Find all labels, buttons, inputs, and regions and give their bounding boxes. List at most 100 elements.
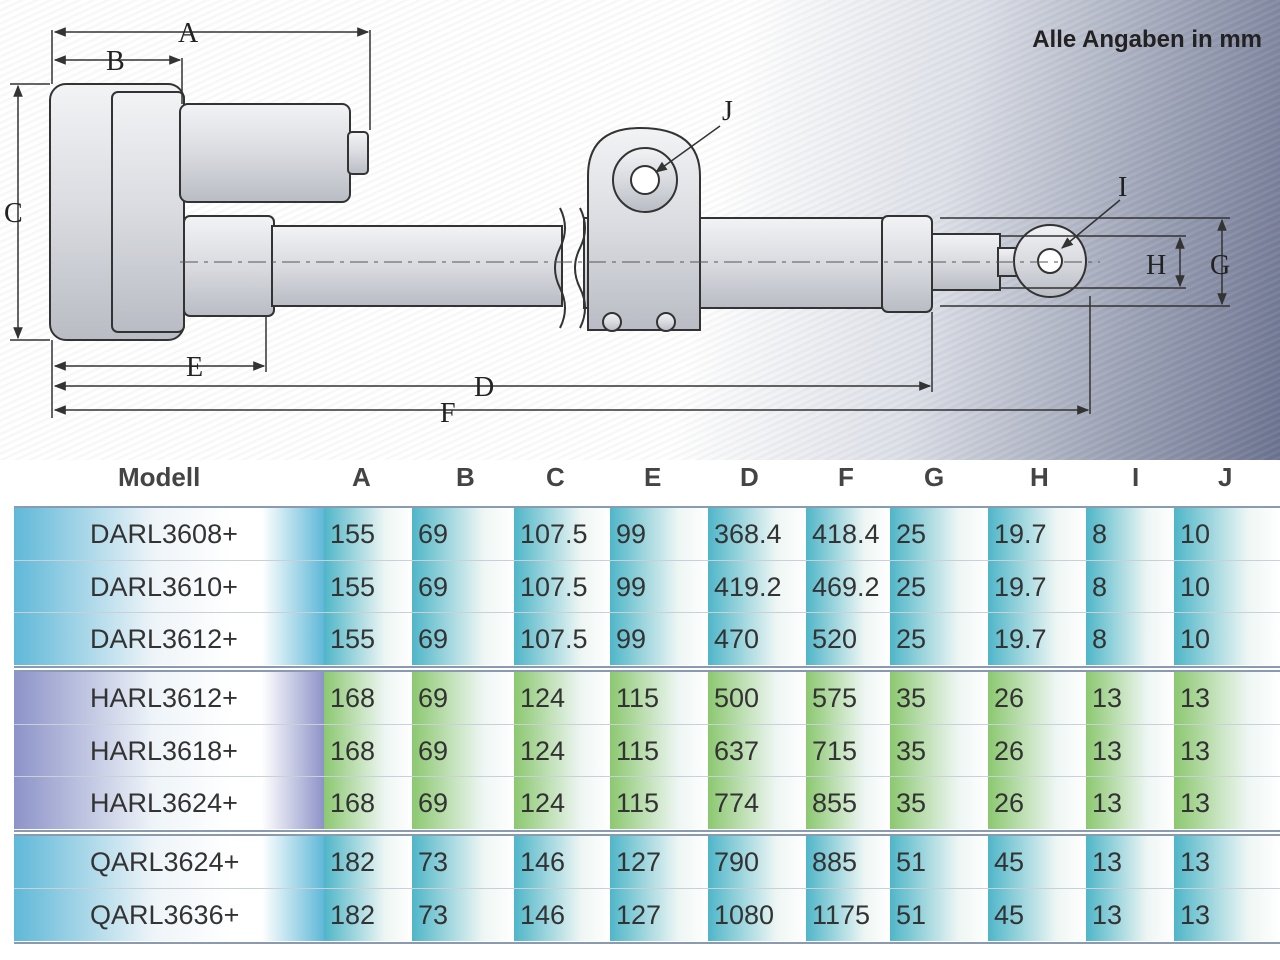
column-header: Modell xyxy=(118,462,201,492)
value-cell: 51 xyxy=(890,889,988,941)
value-cell: 1175 xyxy=(806,889,890,941)
value-cell: 637 xyxy=(708,725,806,777)
rod-eye-hole xyxy=(1037,248,1063,274)
value-cell: 19.7 xyxy=(988,508,1086,560)
value-cell: 26 xyxy=(988,777,1086,829)
value-cell: 13 xyxy=(1174,725,1280,777)
value-cell: 107.5 xyxy=(514,613,610,665)
column-header: I xyxy=(1132,462,1140,492)
column-header: E xyxy=(644,462,662,492)
value-cell: 13 xyxy=(1086,725,1174,777)
value-cell: 115 xyxy=(610,777,708,829)
value-cell: 885 xyxy=(806,836,890,888)
value-cell: 35 xyxy=(890,725,988,777)
motor-cap xyxy=(347,131,369,175)
value-cell: 45 xyxy=(988,836,1086,888)
value-cell: 8 xyxy=(1086,561,1174,613)
value-cell: 69 xyxy=(412,613,514,665)
column-header: J xyxy=(1218,462,1233,492)
value-cell: 99 xyxy=(610,508,708,560)
leader-j xyxy=(655,125,721,173)
value-cell: 127 xyxy=(610,836,708,888)
value-cell: 146 xyxy=(514,836,610,888)
label-h: H xyxy=(1146,250,1166,281)
model-name: QARL3636+ xyxy=(14,889,324,941)
column-header: C xyxy=(546,462,565,492)
value-cell: 418.4 xyxy=(806,508,890,560)
units-note: Alle Angaben in mm xyxy=(1032,26,1262,53)
value-cell: 168 xyxy=(324,672,412,724)
value-cell: 124 xyxy=(514,777,610,829)
value-cell: 155 xyxy=(324,561,412,613)
value-cell: 26 xyxy=(988,672,1086,724)
column-header: D xyxy=(740,462,759,492)
column-header: G xyxy=(924,462,945,492)
value-cell: 182 xyxy=(324,836,412,888)
label-a: A xyxy=(178,18,199,49)
value-cell: 25 xyxy=(890,613,988,665)
bracket-hole xyxy=(630,165,660,195)
model-name: DARL3612+ xyxy=(14,613,324,665)
motor-body xyxy=(179,103,351,203)
value-cell: 124 xyxy=(514,672,610,724)
value-cell: 13 xyxy=(1086,777,1174,829)
value-cell: 51 xyxy=(890,836,988,888)
label-d: D xyxy=(474,372,494,403)
value-cell: 790 xyxy=(708,836,806,888)
value-cell: 127 xyxy=(610,889,708,941)
value-cell: 13 xyxy=(1086,836,1174,888)
column-header: A xyxy=(352,462,371,492)
break-mark xyxy=(554,207,566,329)
value-cell: 107.5 xyxy=(514,508,610,560)
model-name: HARL3612+ xyxy=(14,672,324,724)
value-cell: 1080 xyxy=(708,889,806,941)
value-cell: 182 xyxy=(324,889,412,941)
value-cell: 155 xyxy=(324,508,412,560)
value-cell: 10 xyxy=(1174,613,1280,665)
model-name: DARL3608+ xyxy=(14,508,324,560)
column-header: H xyxy=(1030,462,1049,492)
value-cell: 8 xyxy=(1086,508,1174,560)
value-cell: 575 xyxy=(806,672,890,724)
value-cell: 13 xyxy=(1086,672,1174,724)
bracket-bolt xyxy=(656,312,676,332)
outer-tube-left xyxy=(271,225,563,307)
label-e: E xyxy=(186,352,203,383)
value-cell: 13 xyxy=(1174,777,1280,829)
tube-end-collar xyxy=(881,215,933,313)
value-cell: 69 xyxy=(412,777,514,829)
value-cell: 470 xyxy=(708,613,806,665)
value-cell: 146 xyxy=(514,889,610,941)
break-mark xyxy=(574,207,586,329)
label-b: B xyxy=(106,46,125,77)
value-cell: 69 xyxy=(412,561,514,613)
label-f: F xyxy=(440,398,456,429)
actuator-drawing: A B C E D F G H I J xyxy=(4,18,1230,429)
gearbox-cover xyxy=(111,91,185,333)
value-cell: 10 xyxy=(1174,508,1280,560)
value-cell: 45 xyxy=(988,889,1086,941)
value-cell: 26 xyxy=(988,725,1086,777)
value-cell: 115 xyxy=(610,725,708,777)
value-cell: 19.7 xyxy=(988,561,1086,613)
value-cell: 19.7 xyxy=(988,613,1086,665)
value-cell: 13 xyxy=(1086,889,1174,941)
bracket-bolt xyxy=(602,312,622,332)
value-cell: 368.4 xyxy=(708,508,806,560)
outer-tube-collar xyxy=(183,215,275,317)
model-name: HARL3624+ xyxy=(14,777,324,829)
value-cell: 115 xyxy=(610,672,708,724)
value-cell: 155 xyxy=(324,613,412,665)
value-cell: 13 xyxy=(1174,836,1280,888)
value-cell: 73 xyxy=(412,889,514,941)
value-cell: 35 xyxy=(890,672,988,724)
value-cell: 107.5 xyxy=(514,561,610,613)
